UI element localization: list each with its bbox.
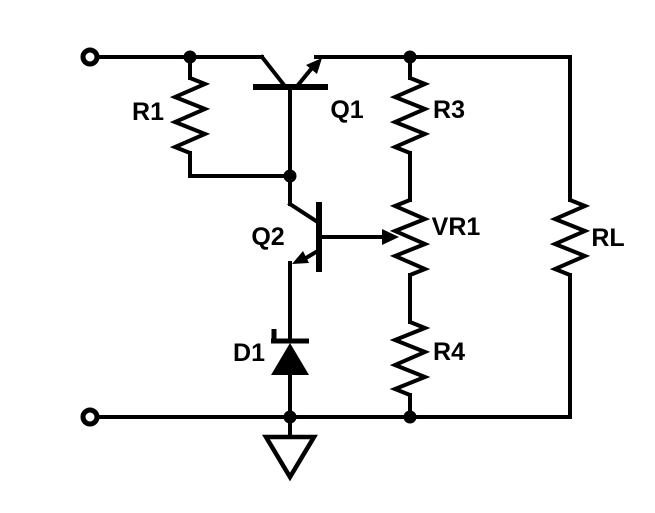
component-label-rl: RL: [591, 224, 624, 252]
component-label-r1: R1: [132, 98, 164, 126]
component-label-q1: Q1: [330, 96, 363, 124]
top-left-terminal: [80, 47, 100, 67]
load-resistor-rl: RL: [549, 198, 625, 277]
ground-symbol-icon: [262, 434, 318, 482]
q2-emitter-diagonal: [303, 249, 319, 261]
potentiometer-vr1: VR1: [389, 198, 481, 277]
resistor-r3: R3: [389, 76, 465, 155]
transistor-q2: Q2: [251, 201, 399, 272]
q2-collector-diagonal: [287, 201, 319, 224]
junction-dots: [183, 50, 417, 424]
q1-emitter-diagonal: [295, 65, 315, 88]
transistor-q1: Q1: [253, 54, 364, 124]
resistor-zigzag: [169, 76, 211, 155]
resistor-zigzag: [389, 76, 431, 155]
junction-dot: [403, 50, 417, 64]
junction-dot: [283, 169, 297, 183]
component-label-r4: R4: [433, 338, 465, 366]
vr1-wiper-arrow-icon: [382, 229, 399, 245]
component-label-r3: R3: [433, 96, 465, 124]
q1-collector-diagonal: [259, 54, 287, 88]
component-label-q2: Q2: [251, 223, 284, 251]
resistor-zigzag: [389, 320, 431, 397]
component-label-vr1: VR1: [432, 213, 481, 241]
resistor-r4: R4: [389, 320, 465, 397]
zener-diode-d1: D1: [233, 329, 309, 375]
resistor-r1: R1: [132, 76, 211, 155]
component-label-d1: D1: [233, 339, 265, 367]
q1-emitter-arrow-icon: [306, 58, 322, 74]
junction-dot: [183, 50, 197, 64]
junction-dot: [403, 410, 417, 424]
resistor-zigzag: [389, 198, 431, 277]
q2-emitter-arrow-icon: [292, 251, 309, 264]
d1-anode-triangle: [271, 343, 309, 375]
junction-dot: [283, 410, 297, 424]
bottom-left-terminal: [80, 407, 100, 427]
resistor-zigzag: [549, 198, 591, 277]
